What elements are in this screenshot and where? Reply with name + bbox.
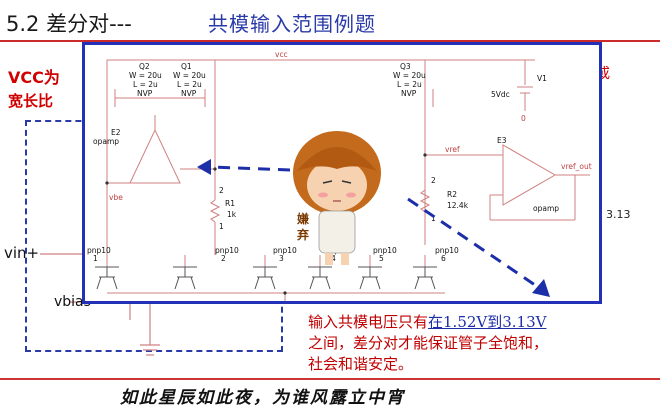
q3-width: W = 20u	[393, 71, 426, 80]
r2-label: R2	[447, 190, 457, 199]
vbe-net-label: vbe	[109, 193, 123, 202]
e3-label: E3	[497, 136, 507, 145]
section-number: 5.2 差分对---	[6, 12, 132, 36]
mascot: 嫌 弃	[293, 131, 381, 265]
pnp-3-pin: 3	[279, 254, 284, 263]
vcc-net-label: vcc	[275, 50, 288, 59]
q3-length: L = 2u	[397, 80, 422, 89]
width-ratio-text: 宽长比	[8, 92, 54, 110]
pnp-1-label: pnp10	[87, 246, 111, 255]
pnp-1-pin: 1	[93, 254, 98, 263]
note-line1-start: 输入共模电压只有	[308, 313, 429, 331]
r2-value: 12.4k	[447, 201, 469, 210]
footer-verse: 如此星辰如此夜，为谁风露立中宵	[120, 388, 405, 408]
pnp-3-label: pnp10	[273, 246, 297, 255]
explanation-note: 输入共模电压只有在1.52V到3.13V 之间，差分对才能保证管子全饱和， 社会…	[298, 305, 658, 373]
left-arrow	[197, 159, 291, 175]
footer-divider	[0, 378, 660, 380]
q1-model: NVP	[181, 89, 197, 98]
vref-out-label: vref_out	[561, 162, 592, 171]
r2-pin-top: 2	[431, 176, 436, 185]
mascot-caption-top: 嫌	[296, 211, 309, 226]
q2-length: L = 2u	[133, 80, 158, 89]
vcc-text: VCC为	[8, 68, 60, 87]
pnp-4-pin: 4	[331, 254, 336, 263]
r1-label: R1	[225, 199, 235, 208]
e2-type: opamp	[93, 137, 119, 146]
q1-width: W = 20u	[173, 71, 206, 80]
q3-label: Q3	[400, 62, 411, 71]
vref-net-label: vref	[445, 145, 460, 154]
note-line2: 之间，差分对才能保证管子全饱和，	[308, 334, 549, 352]
pnp-symbols	[95, 266, 437, 290]
pnp-5-pin: 5	[379, 254, 384, 263]
note-line3: 社会和谐安定。	[308, 355, 414, 373]
q2-width: W = 20u	[129, 71, 162, 80]
q2-model: NVP	[137, 89, 153, 98]
pnp-2-label: pnp10	[215, 246, 239, 255]
note-arrow	[407, 197, 550, 297]
r1-value: 1k	[227, 210, 237, 219]
pnp-6-pin: 6	[441, 254, 446, 263]
q1-label: Q1	[181, 62, 192, 71]
note-voltage-range: 在1.52V到3.13V	[428, 313, 547, 331]
v1-value: 5Vdc	[491, 90, 510, 99]
r1-pin-top: 2	[219, 186, 224, 195]
e2-label: E2	[111, 128, 121, 137]
page-title: 共模输入范围例题	[208, 12, 376, 36]
r2-pin-bottom: 1	[431, 214, 436, 223]
r1-pin-bottom: 1	[219, 222, 224, 231]
q1-length: L = 2u	[177, 80, 202, 89]
wires	[106, 59, 590, 301]
schematic-drawing: vcc Q2 W = 20u L = 2u NVP Q1 W = 20u L =…	[87, 50, 592, 301]
title-divider	[0, 40, 660, 42]
pnp-2-pin: 2	[221, 254, 226, 263]
pnp-6-label: pnp10	[435, 246, 459, 255]
e3-type: opamp	[533, 204, 559, 213]
mascot-caption-bottom: 弃	[297, 227, 309, 242]
pnp-5-label: pnp10	[373, 246, 397, 255]
ground-node-label: 0	[521, 114, 526, 123]
q2-label: Q2	[139, 62, 150, 71]
vbias-label: vbias	[54, 294, 91, 310]
schematic-panel: vcc Q2 W = 20u L = 2u NVP Q1 W = 20u L =…	[82, 42, 602, 304]
value-313: 3.13	[606, 208, 631, 221]
q3-model: NVP	[401, 89, 417, 98]
v1-label: V1	[537, 74, 547, 83]
vin-plus-label: vin+	[4, 244, 40, 262]
